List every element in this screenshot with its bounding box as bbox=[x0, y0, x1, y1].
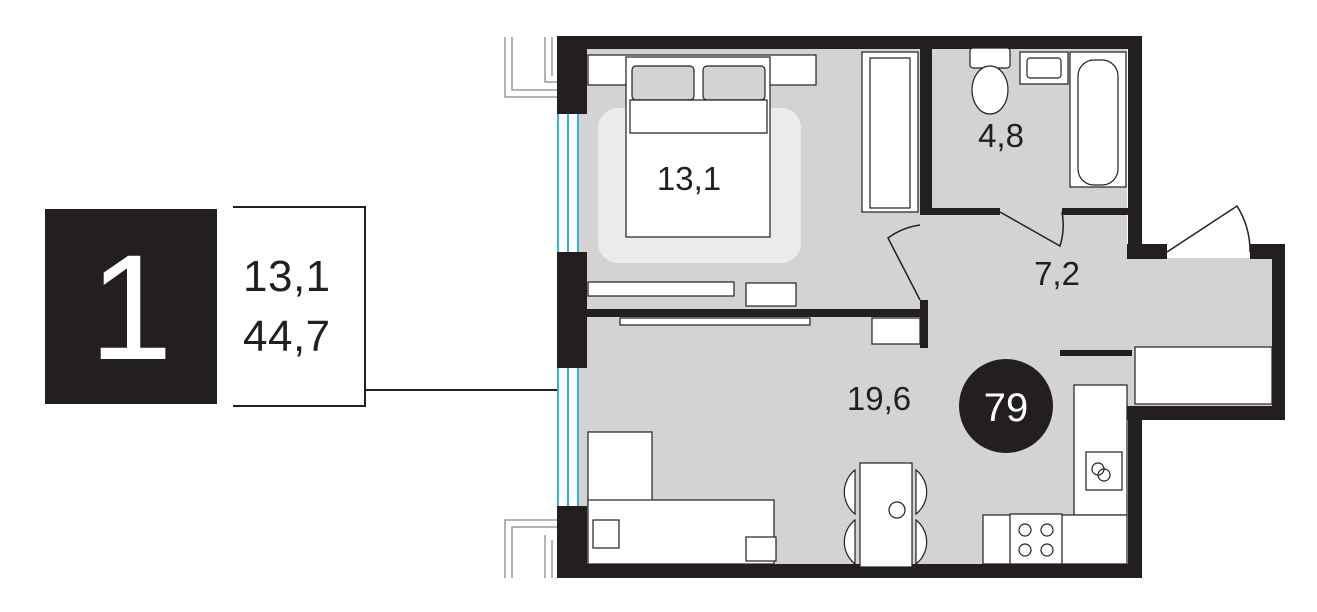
bathtub bbox=[1069, 51, 1127, 188]
living-area-value: 13,1 bbox=[243, 252, 331, 301]
balcony-rail bbox=[504, 37, 557, 578]
toilet bbox=[969, 47, 1011, 115]
walls bbox=[557, 36, 1285, 578]
apartment-number-badge bbox=[959, 359, 1053, 453]
rooms-count: 1 bbox=[89, 222, 173, 391]
apartment-number: 79 bbox=[984, 386, 1029, 430]
door bbox=[887, 204, 1251, 301]
bed bbox=[587, 54, 817, 263]
area-summary: 13,1 44,7 bbox=[233, 206, 366, 407]
sofa bbox=[587, 431, 777, 565]
hall-area: 7,2 bbox=[1034, 255, 1080, 292]
bathroom-area: 4,8 bbox=[978, 117, 1024, 154]
dresser bbox=[587, 281, 921, 345]
bedroom-area: 13,1 bbox=[657, 160, 721, 197]
kitchen-living-area: 19,6 bbox=[847, 380, 911, 417]
total-area-value: 44,7 bbox=[243, 312, 331, 361]
rooms-count-badge: 1 bbox=[45, 209, 217, 404]
dining-table bbox=[843, 462, 928, 568]
stove bbox=[1009, 513, 1063, 565]
sink bbox=[1019, 51, 1069, 85]
wardrobe bbox=[861, 51, 919, 213]
balcony-radiator bbox=[1134, 346, 1273, 405]
